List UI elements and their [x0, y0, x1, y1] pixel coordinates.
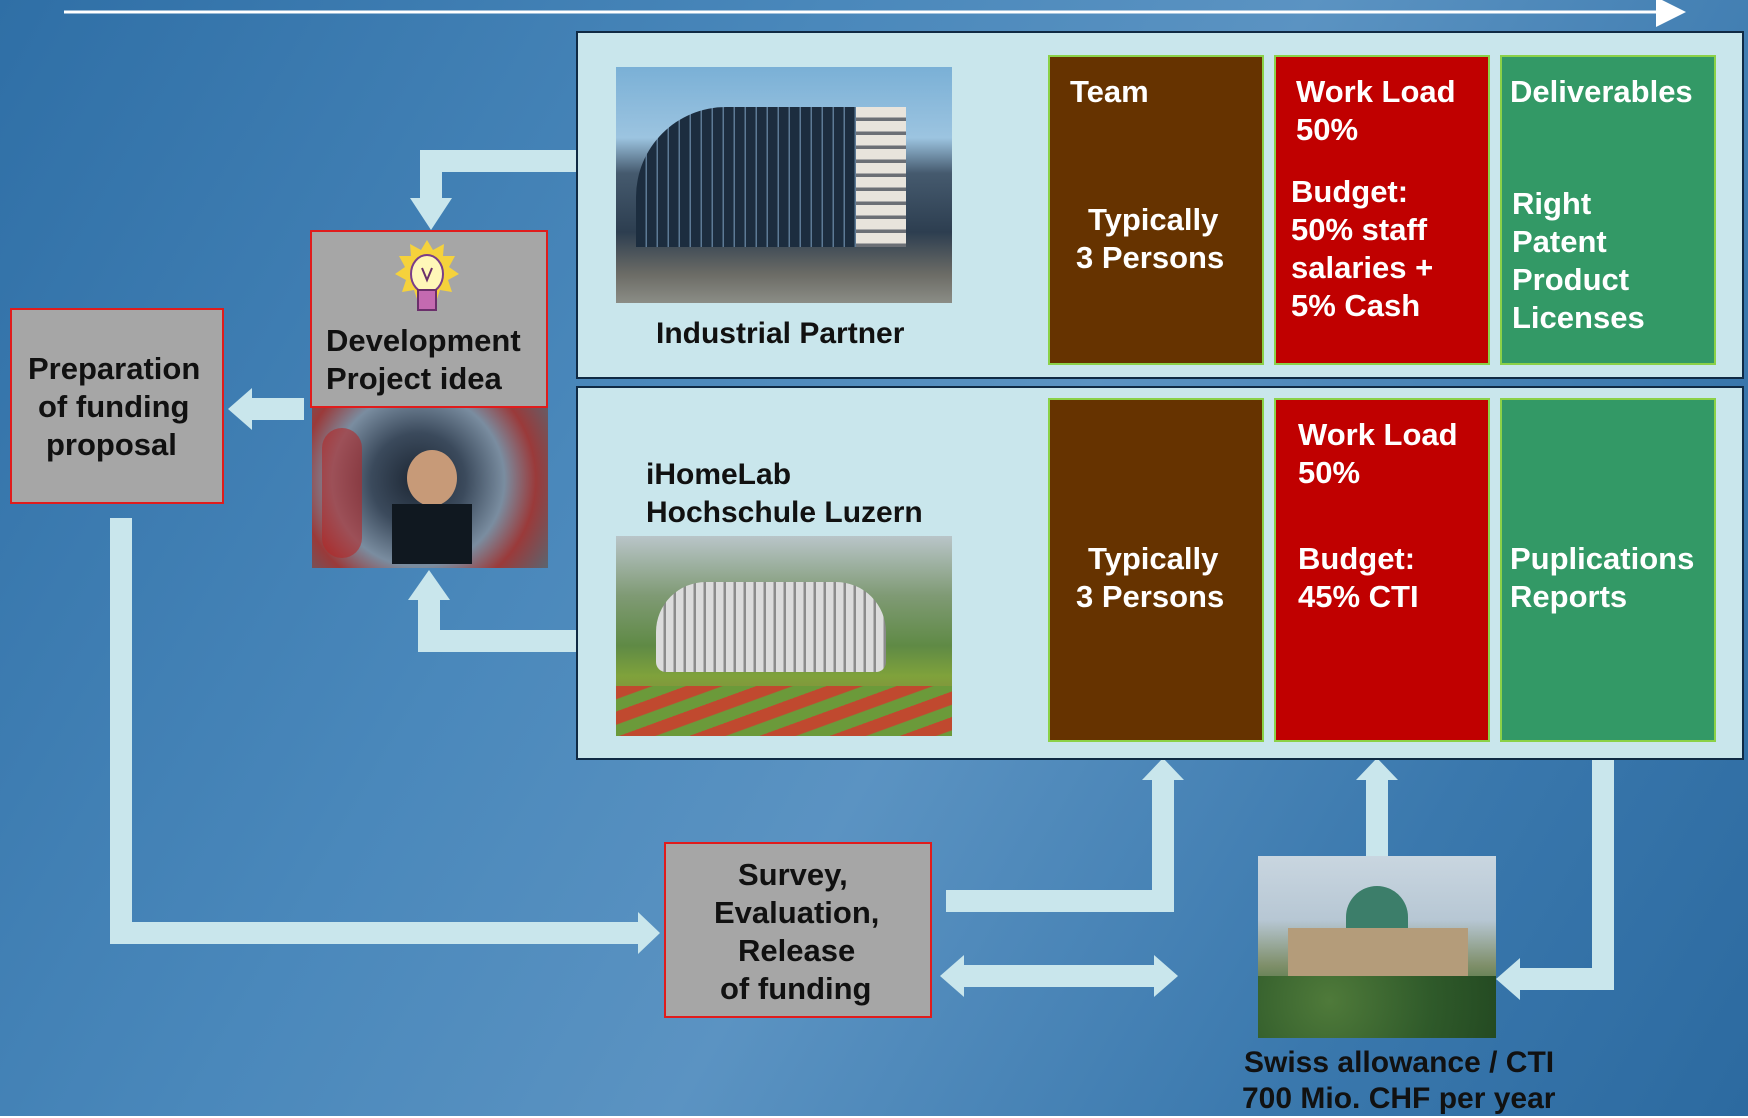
ihomelab-workload-line1: Work Load: [1298, 417, 1458, 452]
survey-line1: Survey,: [738, 857, 848, 892]
development-idea-line1: Development: [326, 323, 521, 358]
industrial-workload-cell: Work Load 50% Budget: 50% staff salaries…: [1274, 55, 1490, 365]
ihomelab-deliverables-cell: Puplications Reports: [1500, 398, 1716, 742]
industrial-workload-line2: 50%: [1296, 112, 1359, 147]
industrial-workload-line1: Work Load: [1296, 74, 1456, 109]
deliverable-item: Reports: [1510, 579, 1628, 614]
industrial-budget-line2: 50% staff: [1291, 212, 1428, 247]
industrial-partner-panel: Industrial Partner Team Typically 3 Pers…: [576, 31, 1744, 379]
ihomelab-team-line2: 3 Persons: [1076, 579, 1225, 614]
survey-line2: Evaluation,: [714, 895, 880, 930]
industrial-team-line2: 3 Persons: [1076, 240, 1225, 275]
industrial-partner-label: Industrial Partner: [656, 317, 905, 350]
arrow-survey-to-team: [946, 758, 1184, 912]
industrial-team-title: Team: [1070, 74, 1149, 109]
ihomelab-building-image: [616, 536, 952, 736]
deliverable-item: Right: [1512, 186, 1592, 221]
preparation-line2: of funding: [38, 389, 190, 424]
federal-palace-image: [1258, 856, 1496, 1038]
industrial-budget-line4: 5% Cash: [1291, 288, 1421, 323]
ihomelab-team-line1: Typically: [1088, 541, 1219, 576]
lightbulb-icon: [392, 238, 462, 320]
deliverable-item: Puplications: [1510, 541, 1695, 576]
ihomelab-workload-cell: Work Load 50% Budget: 45% CTI: [1274, 398, 1490, 742]
arrow-deliverables-to-cti: [1496, 758, 1614, 1000]
arrow-ihomelab-to-idea: [408, 570, 580, 652]
preparation-line1: Preparation: [28, 351, 201, 386]
deliverable-item: Product: [1512, 262, 1630, 297]
development-idea-line2: Project idea: [326, 361, 502, 396]
industrial-budget-line3: salaries +: [1291, 250, 1434, 285]
arrow-survey-cti-double: [940, 955, 1178, 997]
arrow-cti-to-workload: [1356, 758, 1398, 856]
survey-line3: Release: [738, 933, 856, 968]
preparation-box: Preparation of funding proposal: [10, 308, 224, 504]
development-idea-box: Development Project idea: [310, 230, 548, 408]
industrial-deliverables-cell: Deliverables Right Patent Product Licens…: [1500, 55, 1716, 365]
ihomelab-team-cell: Typically 3 Persons: [1048, 398, 1264, 742]
deliverable-item: Patent: [1512, 224, 1607, 259]
survey-line4: of funding: [720, 971, 872, 1006]
cti-line2: 700 Mio. CHF per year: [1242, 1082, 1556, 1115]
industrial-team-cell: Team Typically 3 Persons: [1048, 55, 1264, 365]
industrial-budget-line1: Budget:: [1291, 174, 1409, 209]
ihomelab-label-line2: Hochschule Luzern: [646, 496, 923, 529]
students-photo-image: [312, 408, 548, 568]
industrial-team-line1: Typically: [1088, 202, 1219, 237]
cti-line1: Swiss allowance / CTI: [1244, 1046, 1555, 1079]
ihomelab-budget-line2: 45% CTI: [1298, 579, 1419, 614]
arrow-industrial-to-idea: [410, 150, 580, 230]
office-building-image: [616, 67, 952, 303]
deliverable-item: Licenses: [1512, 300, 1645, 335]
survey-box: Survey, Evaluation, Release of funding: [664, 842, 932, 1018]
ihomelab-workload-line2: 50%: [1298, 455, 1361, 490]
arrow-preparation-to-survey: [110, 518, 660, 954]
arrow-idea-to-preparation: [228, 388, 304, 430]
ihomelab-panel: iHomeLab Hochschule Luzern Typically 3 P…: [576, 386, 1744, 760]
industrial-deliverables-title: Deliverables: [1510, 74, 1693, 109]
preparation-line3: proposal: [46, 427, 177, 462]
ihomelab-budget-line1: Budget:: [1298, 541, 1416, 576]
ihomelab-label-line1: iHomeLab: [646, 458, 792, 491]
